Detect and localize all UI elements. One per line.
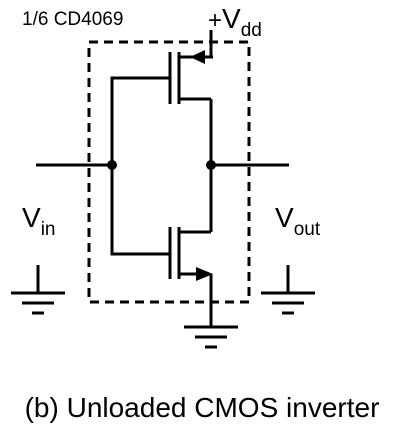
input-symbol: V	[22, 202, 41, 233]
input-ground-symbol	[11, 265, 65, 315]
input-junction-dot	[107, 160, 117, 170]
supply-plus-sign: +	[208, 7, 222, 34]
supply-subscript: dd	[241, 20, 262, 41]
figure-caption: (b) Unloaded CMOS inverter	[25, 392, 380, 423]
ic-part-label: 1/6 CD4069	[22, 9, 123, 30]
ic-package-outline	[87, 40, 251, 304]
supply-label: +Vdd	[208, 3, 262, 41]
input-voltage-label: Vin	[22, 202, 55, 240]
output-symbol: V	[275, 202, 294, 233]
pmos-transistor	[168, 50, 213, 104]
nmos-transistor	[168, 227, 213, 281]
circuit-ground-symbol	[184, 325, 238, 349]
gate-wire-loop	[110, 76, 170, 256]
nmos-source-arrow	[196, 267, 213, 281]
output-ground-symbol	[261, 265, 315, 315]
pmos-source-arrow	[190, 50, 205, 64]
output-subscript: out	[294, 219, 321, 240]
supply-symbol: V	[222, 3, 241, 34]
input-subscript: in	[41, 219, 56, 240]
output-junction-dot	[206, 160, 216, 170]
output-voltage-label: Vout	[275, 202, 321, 240]
